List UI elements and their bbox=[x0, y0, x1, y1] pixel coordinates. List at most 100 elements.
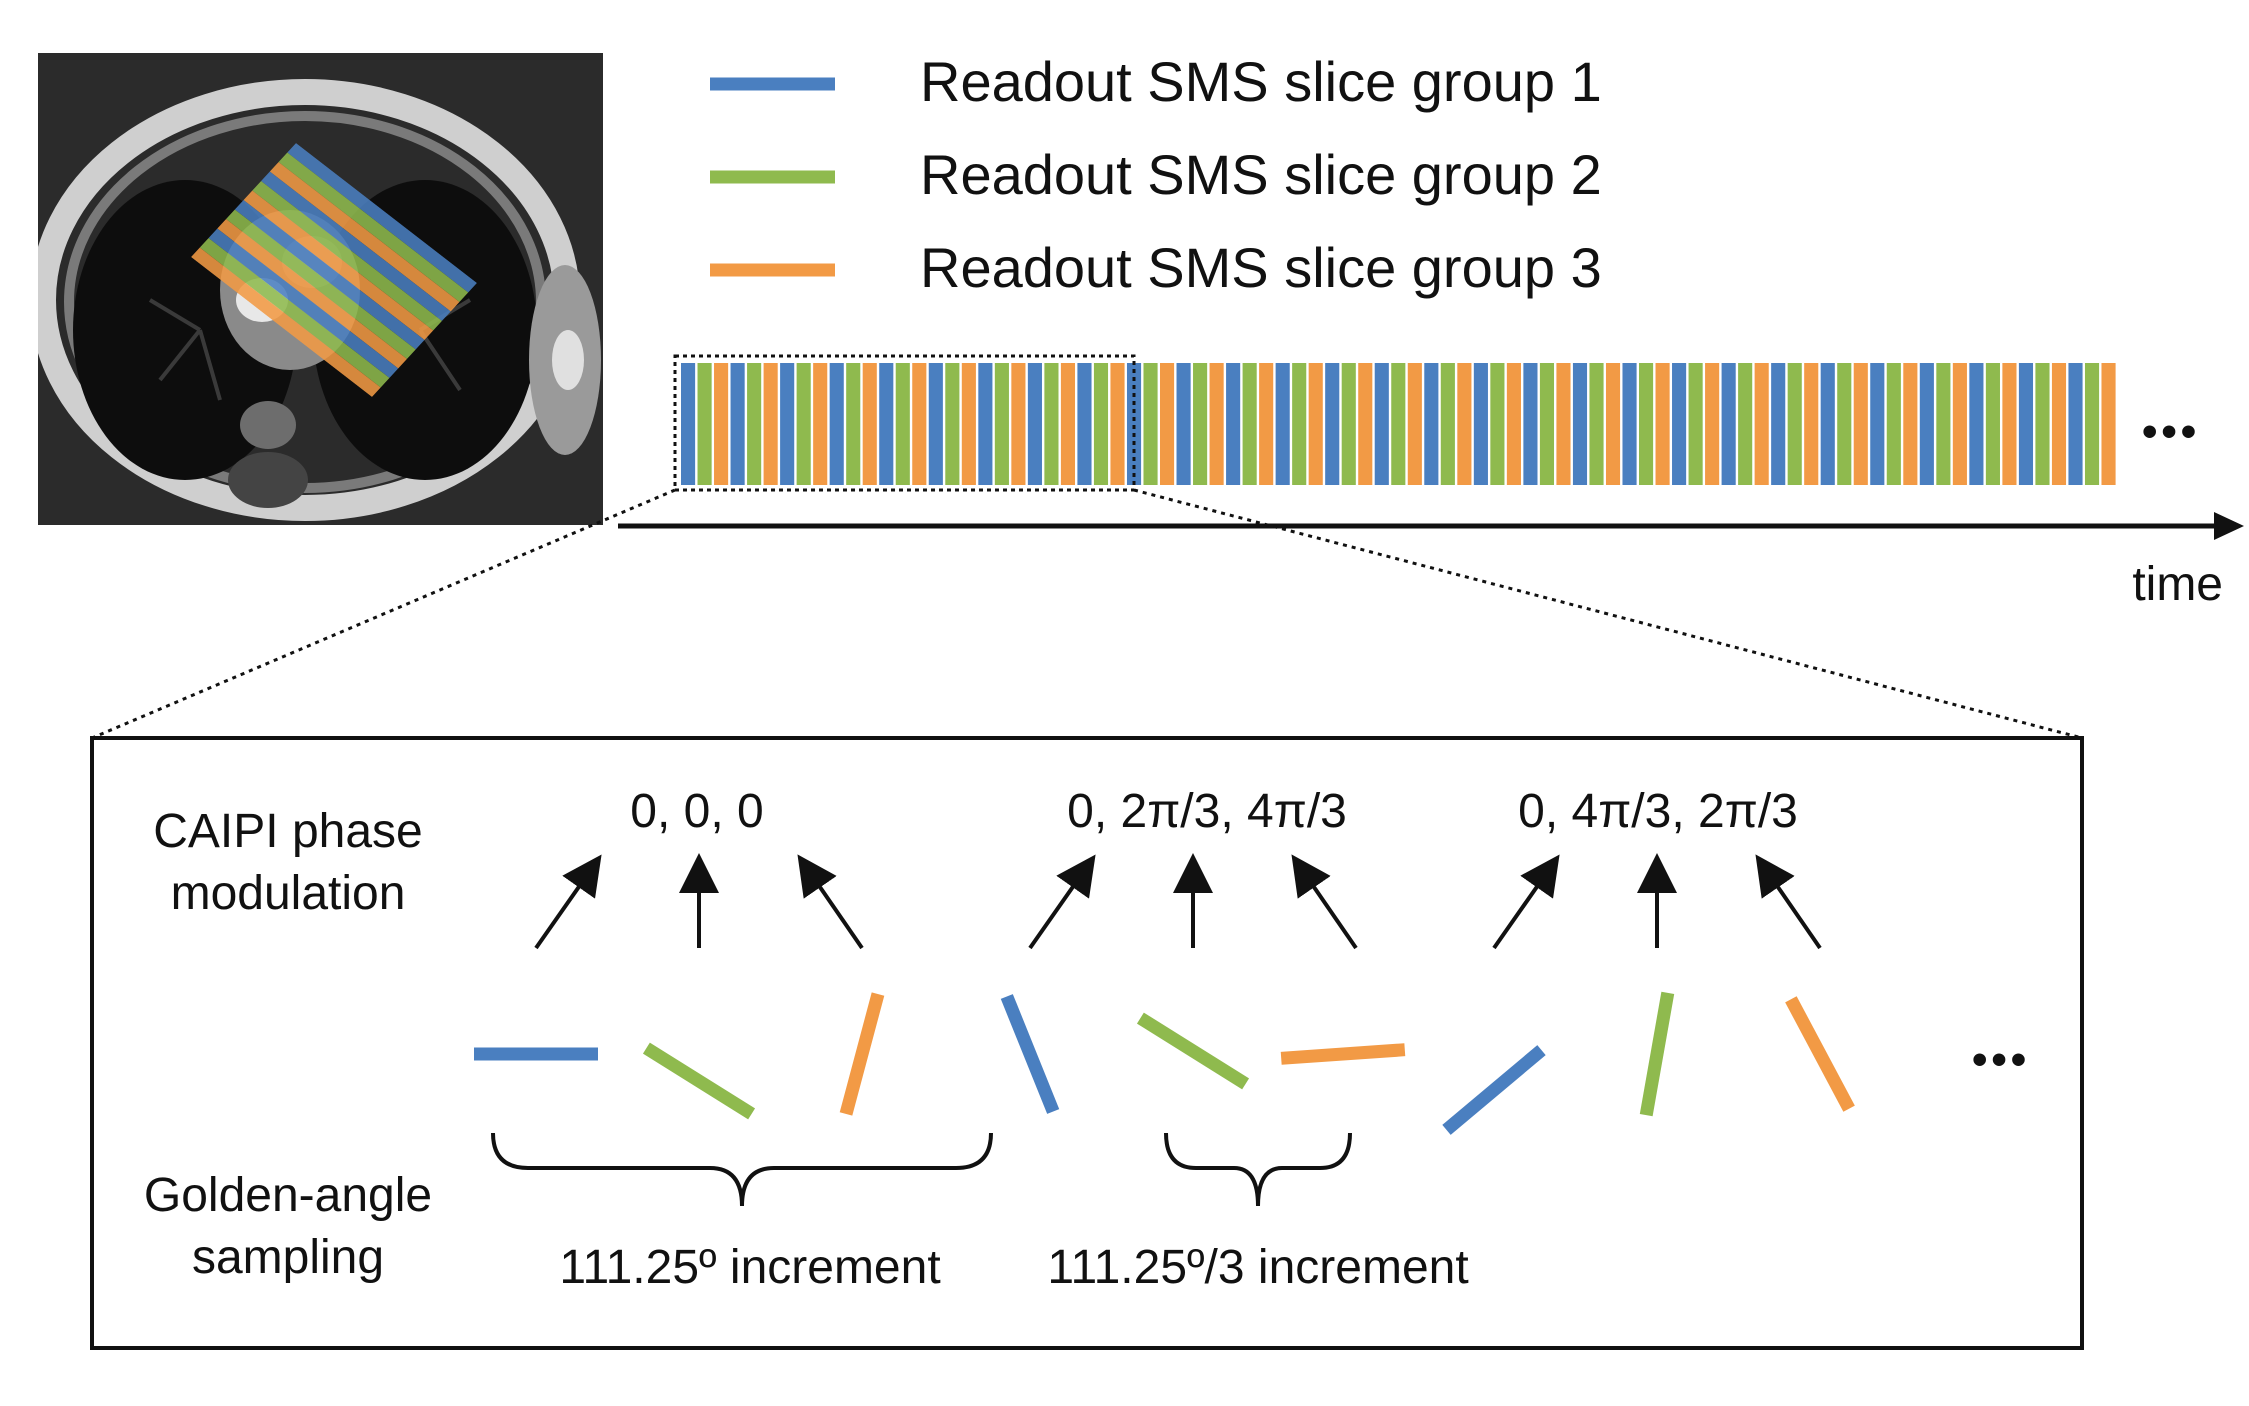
readout-stripe bbox=[978, 363, 993, 485]
arrow bbox=[1755, 854, 1822, 950]
readout-timeline bbox=[681, 363, 2116, 485]
time-axis-arrowhead bbox=[2214, 512, 2244, 540]
readout-stripe bbox=[1457, 363, 1472, 485]
readout-stripe bbox=[1176, 363, 1191, 485]
readout-stripe bbox=[1556, 363, 1571, 485]
readout-stripe bbox=[1011, 363, 1026, 485]
readout-stripe bbox=[1407, 363, 1422, 485]
readout-stripe bbox=[747, 363, 762, 485]
readout-stripe bbox=[1804, 363, 1819, 485]
readout-stripe bbox=[1853, 363, 1868, 485]
readout-stripe bbox=[1589, 363, 1604, 485]
readout-stripe bbox=[1391, 363, 1406, 485]
spoke-8 bbox=[1639, 991, 1675, 1117]
brace-increment-2 bbox=[1164, 1132, 1352, 1207]
increment-1-label: 111.25º increment bbox=[559, 1241, 940, 1294]
readout-stripe bbox=[1077, 363, 1092, 485]
readout-stripe bbox=[1721, 363, 1736, 485]
readout-stripe bbox=[1473, 363, 1488, 485]
readout-stripe bbox=[1936, 363, 1951, 485]
readout-stripe bbox=[994, 363, 1009, 485]
golden-label-line2: sampling bbox=[192, 1231, 384, 1284]
mri-image bbox=[38, 53, 603, 525]
readout-stripe bbox=[1903, 363, 1918, 485]
zoom-guide-right bbox=[1133, 488, 2083, 740]
spoke-6 bbox=[1280, 1043, 1406, 1065]
readout-stripe bbox=[1242, 363, 1257, 485]
readout-stripe bbox=[879, 363, 894, 485]
readout-stripe bbox=[1655, 363, 1670, 485]
readout-stripe bbox=[912, 363, 927, 485]
readout-stripe bbox=[1771, 363, 1786, 485]
readout-stripe bbox=[1358, 363, 1373, 485]
readout-stripe bbox=[1490, 363, 1505, 485]
legend-label-group-3: Readout SMS slice group 3 bbox=[920, 236, 1602, 299]
slab-band bbox=[287, 143, 477, 293]
readout-stripe bbox=[1985, 363, 2000, 485]
sms-slice-slab bbox=[191, 143, 477, 397]
readout-stripe bbox=[1374, 363, 1389, 485]
brace-increment-1 bbox=[491, 1132, 993, 1207]
caipi-label-line2: modulation bbox=[171, 867, 406, 920]
readout-stripe bbox=[928, 363, 943, 485]
readout-stripe bbox=[813, 363, 828, 485]
slab-band bbox=[243, 190, 434, 340]
arrow bbox=[1291, 854, 1358, 950]
readout-stripe bbox=[1622, 363, 1637, 485]
increment-2-label: 111.25º/3 increment bbox=[1047, 1241, 1468, 1294]
spoke-5 bbox=[1136, 1012, 1250, 1090]
golden-label-line1: Golden-angle bbox=[144, 1169, 432, 1222]
readout-stripe bbox=[846, 363, 861, 485]
readout-stripe bbox=[1787, 363, 1802, 485]
readout-stripe bbox=[1143, 363, 1158, 485]
readout-stripe bbox=[1275, 363, 1290, 485]
readout-stripe bbox=[780, 363, 795, 485]
golden-angle-spokes bbox=[474, 991, 1855, 1135]
readout-stripe bbox=[829, 363, 844, 485]
spoke-3 bbox=[839, 992, 885, 1116]
readout-stripe bbox=[1572, 363, 1588, 485]
readout-stripe bbox=[2002, 363, 2017, 485]
readout-stripe bbox=[1523, 363, 1538, 485]
readout-stripe bbox=[1044, 363, 1059, 485]
legend-label-group-1: Readout SMS slice group 1 bbox=[920, 50, 1602, 113]
readout-stripe bbox=[1193, 363, 1208, 485]
phase-set-2: 0, 2π/3, 4π/3 bbox=[1067, 785, 1347, 838]
readout-stripe bbox=[1440, 363, 1455, 485]
caipi-label-line1: CAIPI phase bbox=[153, 805, 422, 858]
readout-stripe bbox=[697, 363, 712, 485]
arrow bbox=[797, 854, 864, 950]
slab-band bbox=[261, 171, 451, 321]
spoke-2 bbox=[642, 1042, 756, 1120]
readout-stripe bbox=[681, 363, 696, 485]
readout-stripe bbox=[1292, 363, 1307, 485]
slab-band bbox=[278, 152, 469, 302]
readout-stripe bbox=[1226, 363, 1241, 485]
readout-stripe bbox=[796, 363, 811, 485]
slab-band bbox=[226, 209, 416, 359]
readout-stripe bbox=[2051, 363, 2067, 485]
readout-stripe bbox=[1886, 363, 1901, 485]
readout-stripe bbox=[1820, 363, 1835, 485]
readout-stripe bbox=[1424, 363, 1439, 485]
readout-stripe bbox=[1738, 363, 1753, 485]
readout-stripe bbox=[1672, 363, 1687, 485]
slab-band bbox=[269, 162, 460, 312]
phase-arrows bbox=[534, 853, 1822, 950]
readout-stripe bbox=[1209, 363, 1224, 485]
readout-stripe bbox=[1093, 363, 1109, 485]
readout-stripe bbox=[1259, 363, 1274, 485]
readout-stripe bbox=[1688, 363, 1703, 485]
readout-stripe bbox=[1919, 363, 1934, 485]
readout-stripe bbox=[1126, 363, 1142, 485]
readout-stripe bbox=[1705, 363, 1720, 485]
readout-stripe bbox=[714, 363, 729, 485]
readout-stripe bbox=[1060, 363, 1076, 485]
spokes-ellipsis: ••• bbox=[1972, 1035, 2030, 1084]
readout-stripe bbox=[1605, 363, 1621, 485]
spoke-9 bbox=[1785, 996, 1855, 1112]
slab-band bbox=[234, 200, 425, 350]
readout-stripe bbox=[2084, 363, 2100, 485]
readout-stripe bbox=[1110, 363, 1125, 485]
legend-label-group-2: Readout SMS slice group 2 bbox=[920, 143, 1602, 206]
